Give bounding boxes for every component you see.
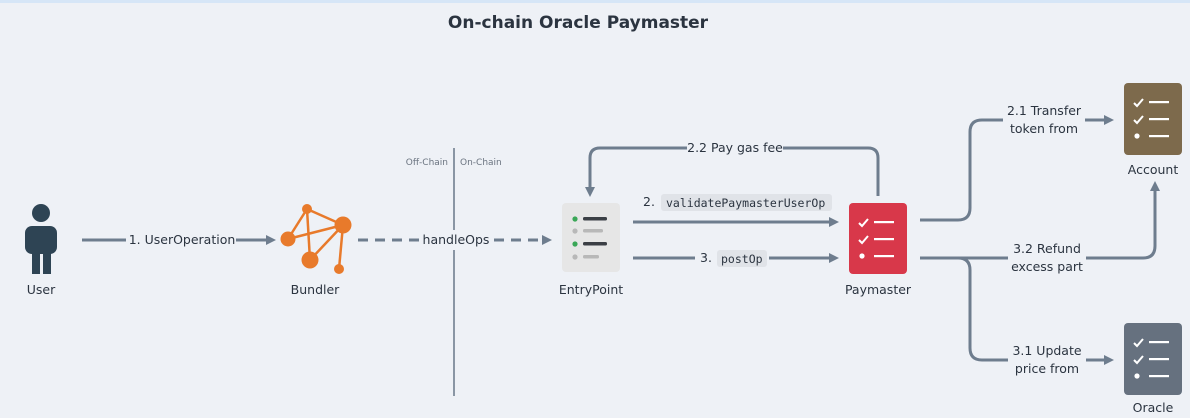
- entrypoint-label: EntryPoint: [559, 282, 623, 297]
- network-nodes-icon: [280, 204, 352, 274]
- on-chain-label: On-Chain: [460, 158, 502, 168]
- top-accent-strip: [0, 0, 1190, 3]
- transfer-line2-label: token from: [1010, 121, 1078, 136]
- edge-validate-paymaster-user-op: 2. validatePaymasterUserOp: [633, 192, 839, 227]
- edge-user-operation: 1. UserOperation: [82, 230, 276, 250]
- update-line2-label: price from: [1015, 361, 1079, 376]
- edge-handle-ops: handleOps: [358, 230, 552, 250]
- diagram-title: On-chain Oracle Paymaster: [448, 13, 709, 33]
- oracle-label: Oracle: [1133, 400, 1174, 415]
- checklist-icon: [1133, 98, 1169, 139]
- edge-update-price: 3.1 Update price from: [957, 256, 1114, 379]
- checklist-icon: [858, 218, 894, 259]
- paymaster-node[interactable]: Paymaster: [845, 203, 912, 297]
- person-icon: [25, 204, 57, 274]
- edge-transfer-token: 2.1 Transfer token from: [920, 101, 1114, 222]
- postop-code-bg: [717, 250, 767, 267]
- validate-code-bg: [661, 194, 832, 211]
- oracle-node[interactable]: Oracle: [1124, 323, 1182, 415]
- account-node[interactable]: Account: [1124, 83, 1182, 177]
- bundler-node[interactable]: Bundler: [280, 204, 352, 297]
- refund-line1-label: 3.2 Refund: [1013, 241, 1081, 256]
- postop-code-label: postOp: [721, 252, 763, 266]
- edge-refund-excess: 3.2 Refund excess part: [920, 181, 1160, 276]
- user-node[interactable]: User: [25, 204, 57, 297]
- transfer-line1-label: 2.1 Transfer: [1007, 103, 1082, 118]
- validate-code-label: validatePaymasterUserOp: [666, 196, 825, 210]
- user-operation-label: 1. UserOperation: [129, 232, 236, 247]
- pay-gas-fee-label: 2.2 Pay gas fee: [687, 140, 783, 155]
- handle-ops-label: handleOps: [423, 232, 490, 247]
- list-icon: [572, 216, 607, 260]
- update-line1-label: 3.1 Update: [1012, 343, 1081, 358]
- account-label: Account: [1128, 162, 1179, 177]
- paymaster-label: Paymaster: [845, 282, 912, 297]
- refund-line2-label: excess part: [1011, 259, 1083, 274]
- postop-prefix-label: 3.: [700, 250, 712, 265]
- entrypoint-box: [562, 203, 620, 272]
- validate-prefix-label: 2.: [643, 194, 655, 209]
- edge-post-op: 3. postOp: [633, 248, 839, 268]
- entrypoint-node[interactable]: EntryPoint: [559, 203, 623, 297]
- checklist-icon: [1133, 338, 1169, 379]
- user-label: User: [27, 282, 56, 297]
- bundler-label: Bundler: [291, 282, 341, 297]
- edge-pay-gas-fee: 2.2 Pay gas fee: [585, 138, 880, 197]
- off-chain-label: Off-Chain: [406, 158, 448, 168]
